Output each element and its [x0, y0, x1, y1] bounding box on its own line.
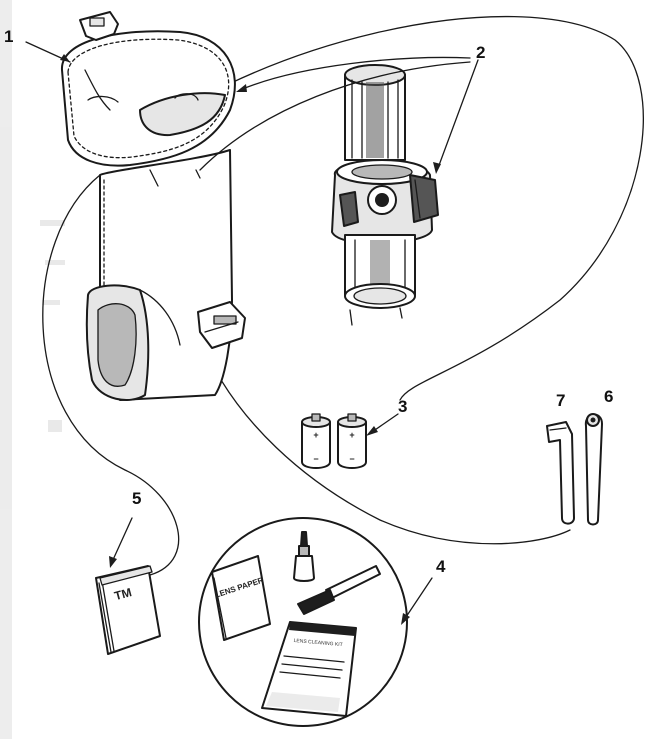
leader-lines: [25, 41, 479, 625]
scan-edge-texture: [0, 0, 65, 739]
callout-4: 4: [436, 557, 446, 576]
callout-2: 2: [476, 43, 485, 62]
wrench: [584, 413, 603, 526]
svg-text:+: +: [313, 430, 318, 440]
svg-text:LENS CLEANING KIT: LENS CLEANING KIT: [293, 638, 343, 648]
lens-cleaning-kit-group: LENS PAPER LENS CLEANING KIT: [198, 517, 408, 727]
batteries: + − + −: [301, 413, 367, 469]
side-mount-bracket: [197, 301, 246, 349]
grouping-loop: [42, 15, 644, 576]
lens-paper: LENS PAPER: [211, 555, 271, 641]
hex-key: [546, 421, 575, 525]
svg-text:+: +: [349, 430, 354, 440]
callout-7: 7: [556, 391, 565, 410]
svg-text:−: −: [349, 454, 354, 464]
scope-unit: [331, 64, 439, 326]
carrying-case: [60, 11, 246, 401]
svg-text:−: −: [313, 454, 318, 464]
callout-3: 3: [398, 397, 407, 416]
battery-right: + −: [337, 413, 367, 469]
callout-1: 1: [4, 27, 13, 46]
callout-5: 5: [132, 489, 141, 508]
booklet-label: TM: [113, 585, 133, 603]
cleaning-kit-pouch: LENS CLEANING KIT: [261, 621, 357, 717]
manual-booklet: TM: [95, 565, 161, 655]
cleaning-fluid-bottle: [293, 531, 315, 582]
callout-6: 6: [604, 387, 613, 406]
battery-left: + −: [301, 413, 331, 469]
lens-brush: [297, 565, 381, 615]
